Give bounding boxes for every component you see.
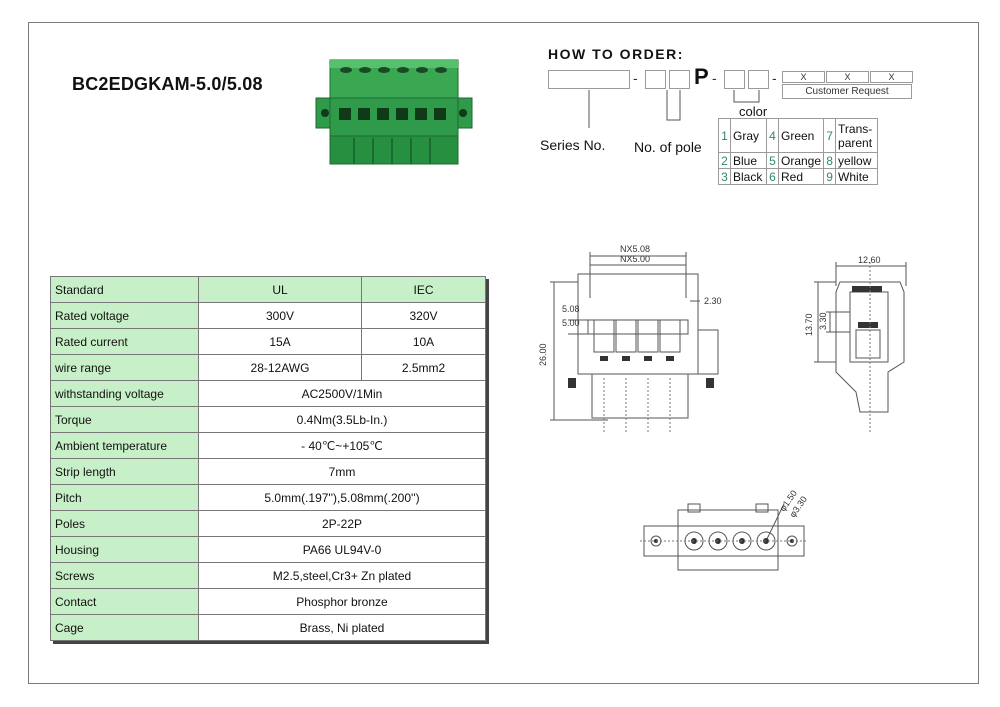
table-row: Standard UL IEC [50, 276, 486, 303]
spec-value: 2.5mm2 [361, 354, 486, 381]
series-box [548, 70, 630, 89]
spec-header-iec: IEC [361, 276, 486, 303]
table-row: Ambient temperature- 40℃~+105℃ [50, 432, 486, 459]
pole-label: No. of pole [634, 139, 702, 155]
color-num: 9 [823, 168, 837, 185]
pole-box-1 [645, 70, 666, 89]
color-num: 8 [823, 152, 837, 169]
color-name: Trans- parent [835, 118, 879, 153]
spec-key: Ambient temperature [50, 432, 199, 459]
spec-value: 0.4Nm(3.5Lb-In.) [198, 406, 486, 433]
spec-key: wire range [50, 354, 199, 381]
table-row: Rated current 15A 10A [50, 328, 486, 355]
spec-key: Standard [50, 276, 199, 303]
spec-key: Rated current [50, 328, 199, 355]
spec-key: withstanding voltage [50, 380, 199, 407]
spec-value: 10A [361, 328, 486, 355]
table-row: Rated voltage 300V 320V [50, 302, 486, 329]
color-num: 6 [766, 168, 779, 185]
spec-value: 2P-22P [198, 510, 486, 537]
spec-value: AC2500V/1Min [198, 380, 486, 407]
spec-value: PA66 UL94V-0 [198, 536, 486, 563]
spec-key: Torque [50, 406, 199, 433]
dash-3: - [772, 70, 777, 86]
color-num: 3 [718, 168, 731, 185]
color-label: color [739, 104, 768, 119]
spec-key: Cage [50, 614, 199, 641]
dim-nx500: NX5.00 [620, 254, 650, 264]
spec-key: Contact [50, 588, 199, 615]
spec-value: 300V [198, 302, 362, 329]
x-mark-2: X [826, 71, 869, 83]
spec-header-ul: UL [198, 276, 362, 303]
color-box-1 [724, 70, 745, 89]
color-name: Blue [730, 152, 767, 169]
bottom-view-drawing: φ1.50 φ3.30 [640, 488, 809, 571]
dash-2: - [712, 70, 717, 86]
spec-key: Housing [50, 536, 199, 563]
color-num: 1 [718, 118, 731, 153]
spec-value: Brass, Ni plated [198, 614, 486, 641]
how-to-order-title: HOW TO ORDER: [548, 46, 684, 62]
color-name: Orange [777, 152, 825, 169]
dim-1370: 13.70 [804, 313, 814, 336]
front-view-drawing: NX5.08 NX5.00 5.08 5.00 2.30 26.00 [538, 244, 722, 434]
spec-value: M2.5,steel,Cr3+ Zn plated [198, 562, 486, 589]
spec-key: Poles [50, 510, 199, 537]
pole-box-2 [669, 70, 690, 89]
product-image [315, 59, 473, 165]
spec-key: Rated voltage [50, 302, 199, 329]
spec-value: 320V [361, 302, 486, 329]
color-num: 5 [766, 152, 779, 169]
spec-value: 28-12AWG [198, 354, 362, 381]
dim-nx508: NX5.08 [620, 244, 650, 254]
spec-value: 15A [198, 328, 362, 355]
dim-330: 3.30 [818, 312, 828, 330]
letter-p: P [694, 64, 709, 89]
x-mark-3: X [870, 71, 913, 83]
spec-value: Phosphor bronze [198, 588, 486, 615]
color-name: White [835, 168, 879, 185]
table-row: wire range 28-12AWG 2.5mm2 [50, 354, 486, 381]
order-leader-lines [588, 90, 760, 128]
spec-key: Strip length [50, 458, 199, 485]
color-name: Black [730, 168, 767, 185]
product-title: BC2EDGKAM-5.0/5.08 [72, 74, 263, 94]
color-name: yellow [835, 152, 879, 169]
color-box-2 [748, 70, 769, 89]
spec-value: 7mm [198, 458, 486, 485]
color-num: 7 [823, 118, 837, 153]
color-name: Gray [730, 118, 767, 153]
dim-230: 2.30 [704, 296, 722, 306]
spec-key: Screws [50, 562, 199, 589]
color-num: 2 [718, 152, 731, 169]
dim-1260: 12.60 [858, 255, 881, 265]
side-view-drawing: 12.60 13.70 3.30 [804, 255, 907, 434]
spec-table: Standard UL IEC Rated voltage 300V 320V … [50, 276, 486, 641]
spec-value: - 40℃~+105℃ [198, 432, 486, 459]
customer-request: Customer Request [782, 84, 912, 99]
dash-1: - [633, 70, 638, 86]
color-num: 4 [766, 118, 779, 153]
color-table: 1 Gray 4 Green 7 Trans- parent 2 Blue 5 … [718, 118, 879, 185]
dim-508: 5.08 [562, 304, 580, 314]
page-frame [28, 22, 979, 684]
color-name: Green [777, 118, 825, 153]
series-label: Series No. [540, 137, 606, 153]
dim-2600: 26.00 [538, 343, 548, 366]
dim-500: 5.00 [562, 318, 580, 328]
spec-value: 5.0mm(.197''),5.08mm(.200'') [198, 484, 486, 511]
color-name: Red [777, 168, 825, 185]
x-mark-1: X [782, 71, 825, 83]
spec-key: Pitch [50, 484, 199, 511]
